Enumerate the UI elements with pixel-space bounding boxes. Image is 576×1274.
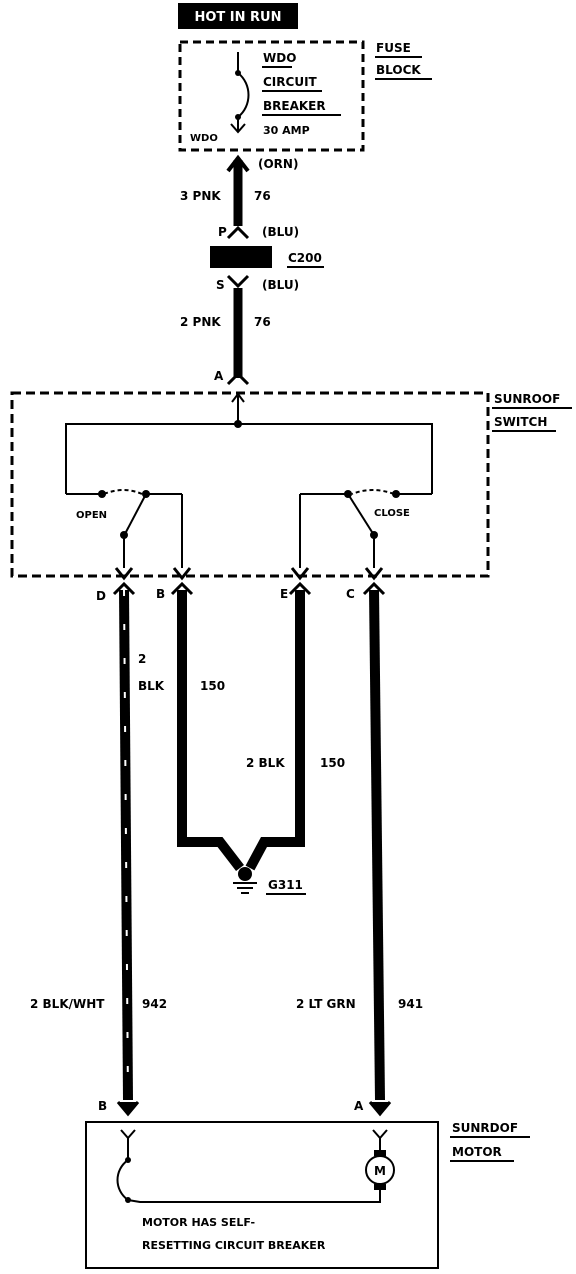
terminal-c-symbol (364, 567, 384, 581)
wire-d-size: 2 (138, 652, 146, 666)
fuse-block-title-2: BLOCK (376, 63, 421, 77)
c200-color-s: (BLU) (262, 278, 299, 292)
close-switch-contact-1 (392, 490, 400, 498)
wire-d-to-motor-b (119, 589, 133, 1101)
fuse-block-box (178, 40, 365, 152)
hot-in-run-label: HOT IN RUN (194, 10, 281, 25)
feed-top-arrow (226, 154, 250, 173)
wire-e-circuit: 150 (320, 756, 345, 770)
motor-a-arrow (368, 1101, 392, 1117)
terminal-d-symbol (114, 567, 134, 581)
feed-upper-circuit: 76 (254, 189, 271, 203)
terminal-b-symbol (172, 567, 192, 581)
ground-label: G311 (268, 878, 303, 892)
pin-d-label: D (96, 589, 106, 603)
connector-d-symbol (112, 581, 136, 596)
motor-b-wire-circuit: 942 (142, 997, 167, 1011)
connector-c-symbol (362, 581, 386, 596)
terminal-e-symbol (290, 567, 310, 581)
switch-title-2: SWITCH (494, 415, 547, 429)
fuse-block-title-1: FUSE (376, 41, 411, 55)
motor-a-wire-circuit: 941 (398, 997, 423, 1011)
c200-connector-body (210, 246, 272, 268)
motor-title-2: MOTOR (452, 1145, 502, 1159)
ground-junction (238, 867, 252, 881)
c200-pin-p: P (218, 225, 227, 239)
sunroof-motor-box (85, 1121, 439, 1269)
pin-b-label: B (156, 587, 165, 601)
breaker-terminal (230, 123, 246, 134)
wire-e-to-ground (245, 590, 305, 871)
self-reset-breaker-element (116, 1159, 129, 1201)
close-label: CLOSE (374, 508, 410, 519)
switch-title-1: SUNROOF (494, 392, 560, 406)
switch-bus (65, 423, 433, 494)
connector-e-symbol (288, 581, 312, 596)
motor-pin-b-label: B (98, 1099, 107, 1113)
motor-symbol-letter: M (374, 1164, 386, 1178)
motor-b-internal-terminal (120, 1129, 136, 1140)
motor-b-wire-size-color: 2 BLK/WHT (30, 997, 105, 1011)
motor-brush-bottom (374, 1184, 386, 1190)
motor-pin-a-label: A (354, 1099, 364, 1113)
c200-pin-p-symbol (226, 225, 250, 240)
open-switch-blade (125, 493, 147, 533)
fuse-terminal-label: WDO (190, 133, 218, 144)
open-label: OPEN (76, 510, 107, 521)
breaker-label-2: CIRCUIT (263, 75, 318, 89)
pin-c-label: C (346, 587, 355, 601)
feed-color-orn: (ORN) (258, 157, 298, 171)
motor-a-internal-terminal (372, 1129, 388, 1140)
c200-pin-s-symbol (226, 274, 250, 289)
feed-lower-size-color: 2 PNK (180, 315, 221, 329)
open-switch-link (103, 489, 143, 495)
open-switch-contact-1 (98, 490, 106, 498)
c200-color-p: (BLU) (262, 225, 299, 239)
wire-b-circuit: 150 (200, 679, 225, 693)
close-switch-blade (347, 493, 373, 533)
c200-pin-s: S (216, 278, 225, 292)
c200-label: C200 (288, 251, 322, 265)
wire-e-size-color: 2 BLK (246, 756, 285, 770)
close-switch-link (351, 489, 395, 495)
breaker-label-3: BREAKER (263, 99, 326, 113)
motor-b-arrow (116, 1101, 140, 1117)
breaker-element (237, 52, 250, 118)
sunroof-switch-box (10, 391, 490, 578)
wire-d-color: BLK (138, 679, 165, 693)
motor-note-line-2: RESETTING CIRCUIT BREAKER (142, 1239, 326, 1252)
switch-pin-a: A (214, 369, 224, 383)
switch-internal-arrow (231, 392, 245, 403)
motor-brush-top (374, 1150, 386, 1156)
feed-lower-circuit: 76 (254, 315, 271, 329)
motor-return-lead (127, 1196, 381, 1203)
hot-in-run-banner (178, 3, 298, 29)
connector-b-symbol (170, 581, 194, 596)
motor-a-wire-size-color: 2 LT GRN (296, 997, 356, 1011)
wire-c-to-motor-a (369, 589, 385, 1101)
wire-b-to-ground (177, 590, 244, 872)
breaker-rating: 30 AMP (263, 124, 310, 137)
motor-note-line-1: MOTOR HAS SELF- (142, 1216, 255, 1229)
breaker-label-1: WDO (263, 51, 296, 65)
feed-upper-size-color: 3 PNK (180, 189, 221, 203)
switch-pin-a-symbol (226, 371, 250, 386)
motor-title-1: SUNRDOF (452, 1121, 518, 1135)
pin-e-label: E (280, 587, 288, 601)
